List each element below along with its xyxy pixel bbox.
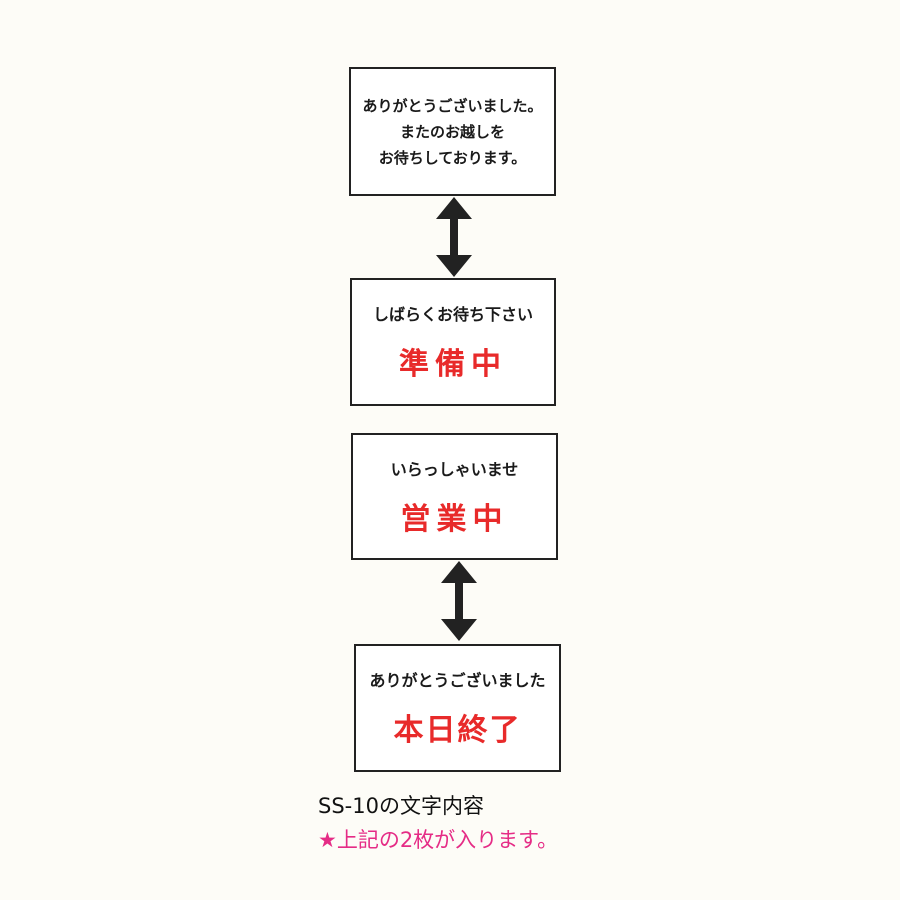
- card-big-text: 本日終了: [393, 713, 522, 748]
- card-text-line: またのお越しを: [399, 122, 505, 141]
- card-lead-text: ありがとうございました: [369, 671, 546, 690]
- caption-note: ★上記の2枚が入ります。: [318, 828, 559, 852]
- card-lead-text: しばらくお待ち下さい: [372, 305, 533, 324]
- sign-card-closed: ありがとうございました 本日終了: [354, 644, 561, 772]
- sign-card-open: いらっしゃいませ 営業中: [351, 433, 558, 560]
- double-headed-vertical-arrow-icon: [441, 561, 477, 641]
- caption-product-text-content: SS-10の文字内容: [318, 794, 484, 818]
- double-headed-vertical-arrow-icon: [436, 197, 472, 277]
- card-text-line: お待ちしております。: [378, 148, 527, 167]
- sign-card-preparing: しばらくお待ち下さい 準備中: [350, 278, 556, 406]
- sign-card-thank-you: ありがとうございました。 またのお越しを お待ちしております。: [349, 67, 556, 196]
- card-big-text: 準備中: [399, 347, 507, 382]
- card-text-line: ありがとうございました。: [362, 96, 543, 115]
- card-lead-text: いらっしゃいませ: [390, 459, 519, 479]
- card-big-text: 営業中: [400, 501, 509, 537]
